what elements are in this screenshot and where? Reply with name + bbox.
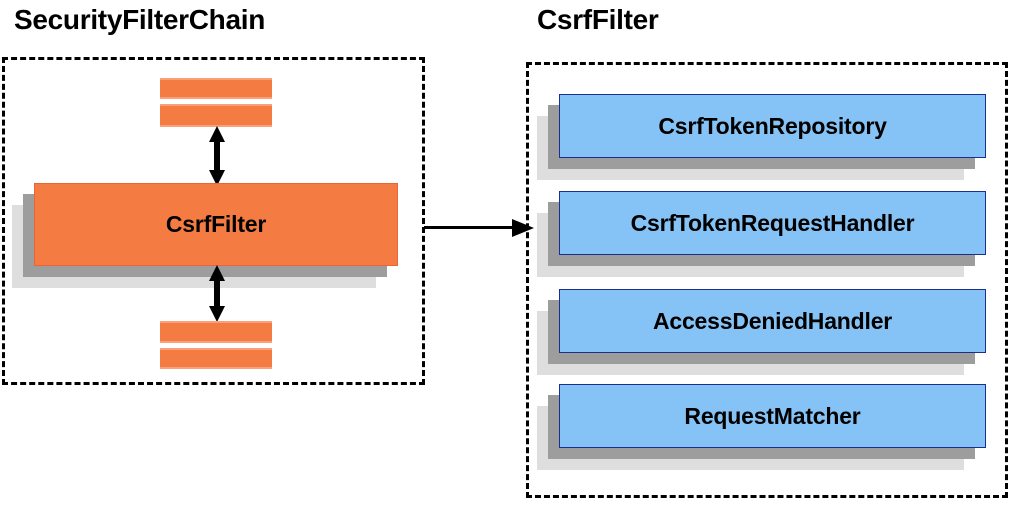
box-face: CsrfFilter <box>34 183 398 266</box>
arrow-shaft <box>214 140 220 172</box>
arrow-head-down-icon <box>209 170 225 186</box>
right-panel-title: CsrfFilter <box>537 4 659 35</box>
arrow-head-down-icon <box>209 306 225 322</box>
collaborator-box-requestmatcher[interactable]: RequestMatcher <box>537 384 986 470</box>
arrow-head-up-icon <box>209 265 225 281</box>
arrow-shaft <box>214 279 220 308</box>
csrffilter-label: CsrfFilter <box>165 211 267 237</box>
arrow-head-up-icon <box>209 126 225 142</box>
arrow-shaft <box>424 226 516 229</box>
box-face: RequestMatcher <box>559 384 986 448</box>
collaborator-box-accessdeniedhandler[interactable]: AccessDeniedHandler <box>537 289 986 375</box>
filter-bar-top-2 <box>160 104 272 127</box>
box-face: AccessDeniedHandler <box>559 289 986 353</box>
collaborator-label: AccessDeniedHandler <box>652 307 893 334</box>
box-face: CsrfTokenRepository <box>559 94 986 158</box>
filter-bar-bottom-1 <box>160 321 272 343</box>
collaborator-label: CsrfTokenRepository <box>658 112 887 139</box>
collaborator-box-csrftokenrepository[interactable]: CsrfTokenRepository <box>537 94 986 180</box>
arrow-above-csrffilter-icon <box>209 126 225 186</box>
csrffilter-box[interactable]: CsrfFilter <box>12 183 398 288</box>
collaborator-label: RequestMatcher <box>684 402 861 429</box>
csrffilter-detail-arrow-icon <box>424 219 534 237</box>
filter-bar-bottom-2 <box>160 348 272 369</box>
box-face: CsrfTokenRequestHandler <box>559 191 986 255</box>
filter-bar-top-1 <box>160 78 272 99</box>
collaborator-box-csrftokenrequesthandler[interactable]: CsrfTokenRequestHandler <box>537 191 986 277</box>
security-filter-chain-container <box>2 57 425 385</box>
collaborator-label: CsrfTokenRequestHandler <box>630 209 915 236</box>
csrffilter-detail-container <box>526 62 1008 498</box>
arrow-below-csrffilter-icon <box>209 265 225 322</box>
left-panel-title: SecurityFilterChain <box>14 4 266 35</box>
